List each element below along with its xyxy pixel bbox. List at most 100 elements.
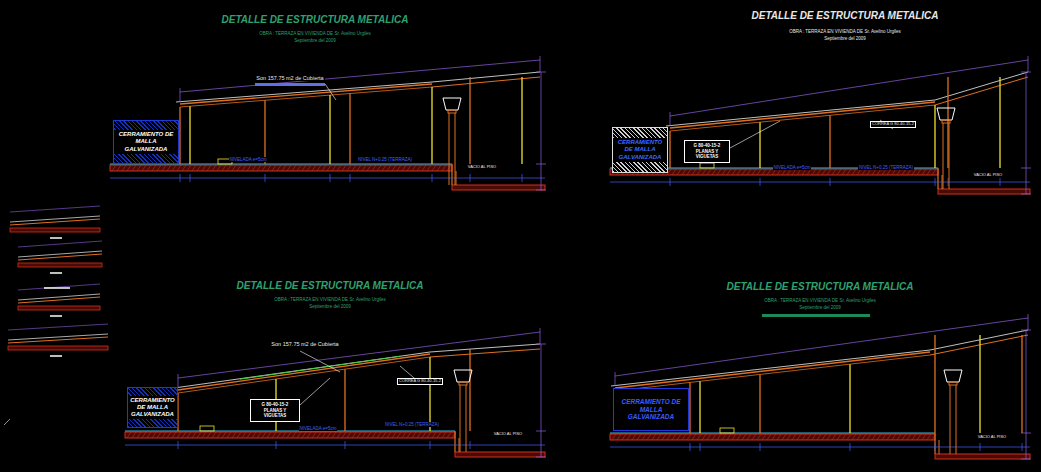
sheet-title: DETALLE DE ESTRUCTURA METALICA [750, 10, 939, 22]
ground-hatch [927, 434, 931, 440]
ground-hatch [117, 165, 121, 171]
node-text: CERRAMIENTO DE MALLA GALVANIZADA [114, 130, 178, 154]
ground-hatch [357, 432, 361, 438]
ground-hatch [387, 432, 391, 438]
dimension-tick [536, 344, 546, 345]
ground-hatch [187, 165, 191, 171]
ground-hatch [927, 169, 931, 175]
ground-hatch [692, 169, 696, 175]
dimension-tick [265, 174, 266, 182]
dimension-tick [540, 328, 541, 344]
steel-column [699, 381, 700, 433]
ground-hatch [797, 434, 801, 440]
ground-hatch [717, 169, 721, 175]
roof-sheet [174, 352, 430, 388]
ground-hatch [782, 434, 786, 440]
ground-hatch [192, 432, 196, 438]
roof-sheet [432, 72, 540, 82]
dimension-tick [935, 443, 936, 451]
dimension-line [8, 324, 108, 330]
ground-hatch [247, 165, 251, 171]
ground-hatch [172, 165, 176, 171]
ground-hatch [727, 434, 731, 440]
ground-hatch [842, 434, 846, 440]
steel-column [934, 105, 935, 168]
steel-column [759, 374, 760, 433]
node-text: G 80-40-15-2 PLANAS Y VIGUETAS [251, 401, 299, 419]
ground-hatch [402, 432, 406, 438]
ground-hatch [397, 432, 401, 438]
ground-hatch [707, 434, 711, 440]
ground-hatch [682, 169, 686, 175]
ground-hatch [437, 432, 441, 438]
project-note: OBRA : TERRAZA EN VIVIENDA DE Sr. Avelin… [788, 29, 902, 34]
project-note: OBRA : TERRAZA EN VIVIENDA DE Sr. Avelin… [763, 298, 877, 303]
roof-sheet [176, 82, 432, 102]
dimension-tick [690, 443, 691, 451]
ground-hatch [767, 169, 771, 175]
ground-hatch [727, 169, 731, 175]
ground-hatch [312, 432, 316, 438]
steel-column [179, 107, 180, 164]
ground-hatch [682, 434, 686, 440]
callout-label: CORREA G 80-40-15-2 [397, 378, 443, 385]
dimension-tick [276, 441, 277, 449]
area-note: Son 157.75 m2 de Cubierta [270, 341, 339, 347]
ground-hatch [427, 165, 431, 171]
roof-beam [430, 349, 540, 357]
node-text: CERRAMIENTO DE MALLA GALVANIZADA [613, 138, 667, 162]
ground-hatch [287, 165, 291, 171]
dimension-line [1026, 330, 1027, 459]
ground-hatch [362, 165, 366, 171]
dimension-tick [1000, 178, 1001, 186]
ground-hatch [637, 434, 641, 440]
ground-hatch [772, 434, 776, 440]
ground-band [452, 185, 545, 190]
steel-column [669, 131, 670, 168]
dimension-tick [350, 174, 351, 182]
ground-hatch [212, 165, 216, 171]
ground-hatch [182, 432, 186, 438]
ground-hatch [417, 165, 421, 171]
steel-column [264, 100, 265, 164]
ground-hatch [142, 432, 146, 438]
ground-hatch [412, 165, 416, 171]
roof-beam [10, 219, 100, 225]
dimension-line [110, 178, 545, 179]
steel-column [329, 95, 330, 164]
callout-box: G 80-40-15-2 PLANAS Y VIGUETAS [250, 399, 300, 422]
ground-hatch [877, 434, 881, 440]
ground-hatch [832, 169, 836, 175]
ground-band [110, 165, 452, 171]
ground-hatch [382, 165, 386, 171]
dimension-line [125, 445, 545, 446]
ground-hatch [127, 165, 131, 171]
ground-hatch [917, 434, 921, 440]
ground-hatch [672, 169, 676, 175]
ground-hatch [382, 432, 386, 438]
ground-hatch [322, 165, 326, 171]
dimension-tick [615, 372, 616, 386]
ground-hatch [217, 432, 221, 438]
ground-hatch [882, 434, 886, 440]
ground-hatch [622, 434, 626, 440]
steel-column [189, 106, 190, 164]
ground-hatch [747, 169, 751, 175]
ground-hatch [202, 165, 206, 171]
ground-hatch [837, 434, 841, 440]
ground-band [455, 452, 545, 457]
dimension-tick [1021, 459, 1031, 460]
ground-hatch [112, 165, 116, 171]
roof-beam [180, 87, 432, 107]
roof-sheet [611, 350, 930, 386]
ground-hatch [377, 432, 381, 438]
ground-hatch [247, 432, 251, 438]
roof-beam [178, 357, 430, 393]
ground-hatch [147, 432, 151, 438]
ground-hatch [232, 432, 236, 438]
ground-hatch [432, 165, 436, 171]
dimension-tick [180, 88, 181, 102]
ground-hatch [162, 432, 166, 438]
ground-hatch [802, 434, 806, 440]
ground-hatch [257, 165, 261, 171]
